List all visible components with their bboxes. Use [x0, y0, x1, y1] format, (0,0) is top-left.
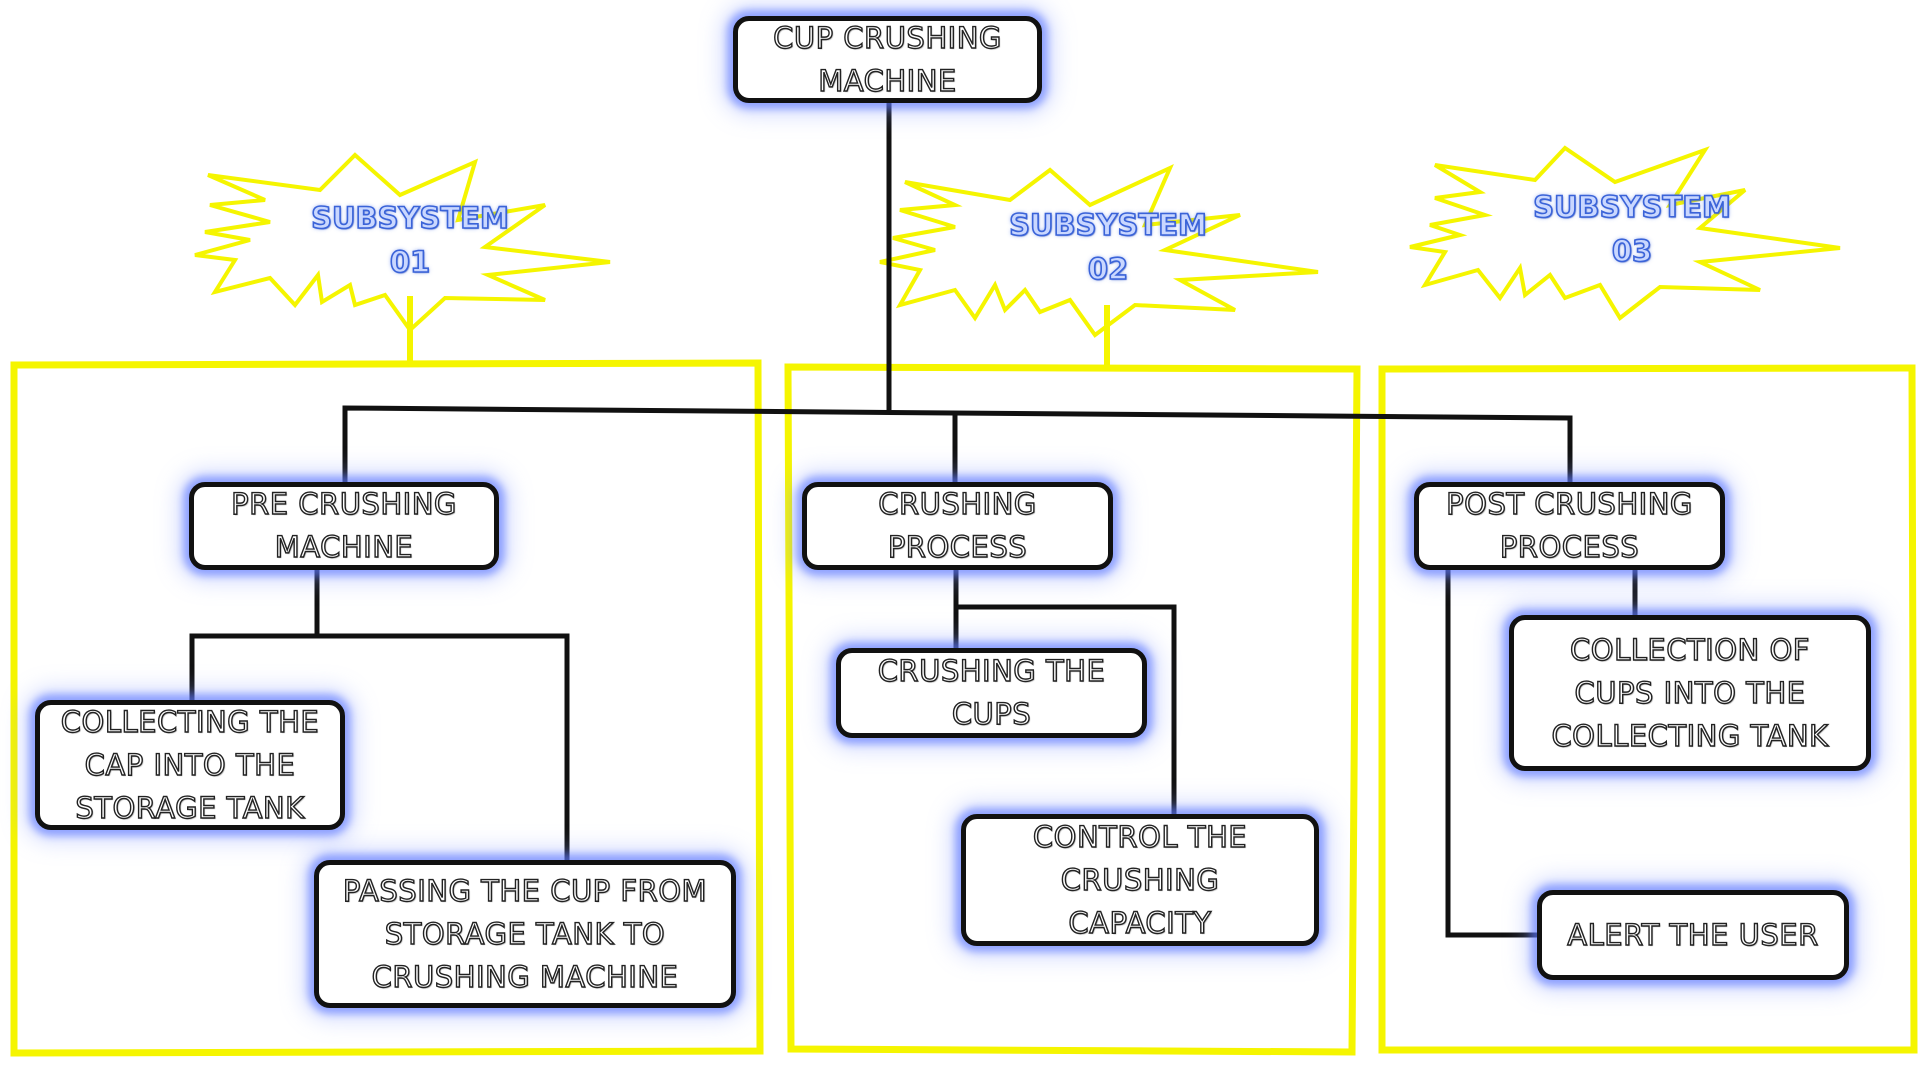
root-node-cup-crushing-machine: CUP CRUSHING MACHINE — [733, 16, 1042, 103]
task-node-label: CONTROL THE CRUSHING CAPACITY — [1032, 819, 1248, 940]
task-node-passing-cup: PASSING THE CUP FROM STORAGE TANK TO CRU… — [314, 860, 736, 1008]
task-node-label: COLLECTING THE CAP INTO THE STORAGE TANK — [60, 704, 320, 825]
starburst-stems — [407, 296, 1110, 368]
connectors — [189, 100, 1638, 938]
process-node-label: CRUSHING PROCESS — [878, 486, 1037, 564]
post-crushing-branch-alert — [1445, 567, 1540, 938]
task-node-label: ALERT THE USER — [1567, 917, 1819, 952]
pre-crushing-branch — [189, 567, 320, 705]
process-node-crushing-process: CRUSHING PROCESS — [802, 482, 1113, 570]
process-node-pre-crushing-machine: PRE CRUSHING MACHINE — [189, 482, 499, 570]
subsystem-02-label: SUBSYSTEM 02 — [1008, 207, 1207, 287]
crushing-branch-capacity — [956, 604, 1177, 818]
root-node-label: CUP CRUSHING MACHINE — [772, 20, 1002, 98]
subsystem-01-starburst — [194, 152, 611, 333]
task-node-collecting-cap: COLLECTING THE CAP INTO THE STORAGE TANK — [35, 700, 345, 830]
subsystem-03-frame — [1378, 364, 1918, 1054]
process-node-label: POST CRUSHING PROCESS — [1445, 486, 1693, 564]
process-node-label: PRE CRUSHING MACHINE — [230, 486, 457, 564]
subsystem-01-label: SUBSYSTEM 01 — [310, 200, 509, 280]
subsystem-02-frame — [784, 363, 1361, 1056]
subsystem-02-starburst — [879, 163, 1319, 338]
task-node-label: COLLECTION OF CUPS INTO THE COLLECTING T… — [1551, 632, 1829, 753]
task-node-label: CRUSHING THE CUPS — [877, 653, 1106, 731]
task-node-collection-of-cups: COLLECTION OF CUPS INTO THE COLLECTING T… — [1509, 615, 1871, 771]
subsystem-03-starburst — [1409, 145, 1841, 321]
starbursts — [194, 145, 1841, 338]
task-node-alert-the-user: ALERT THE USER — [1537, 890, 1849, 980]
task-node-crushing-the-cups: CRUSHING THE CUPS — [836, 648, 1147, 738]
subsystem-01-frame — [10, 359, 764, 1057]
pre-crushing-branch-right — [317, 633, 570, 864]
task-node-control-capacity: CONTROL THE CRUSHING CAPACITY — [961, 814, 1319, 946]
subsystem-frames — [10, 359, 1918, 1057]
process-node-post-crushing-process: POST CRUSHING PROCESS — [1414, 482, 1725, 570]
task-node-label: PASSING THE CUP FROM STORAGE TANK TO CRU… — [342, 873, 708, 994]
subsystem-03-label: SUBSYSTEM 03 — [1532, 189, 1731, 269]
